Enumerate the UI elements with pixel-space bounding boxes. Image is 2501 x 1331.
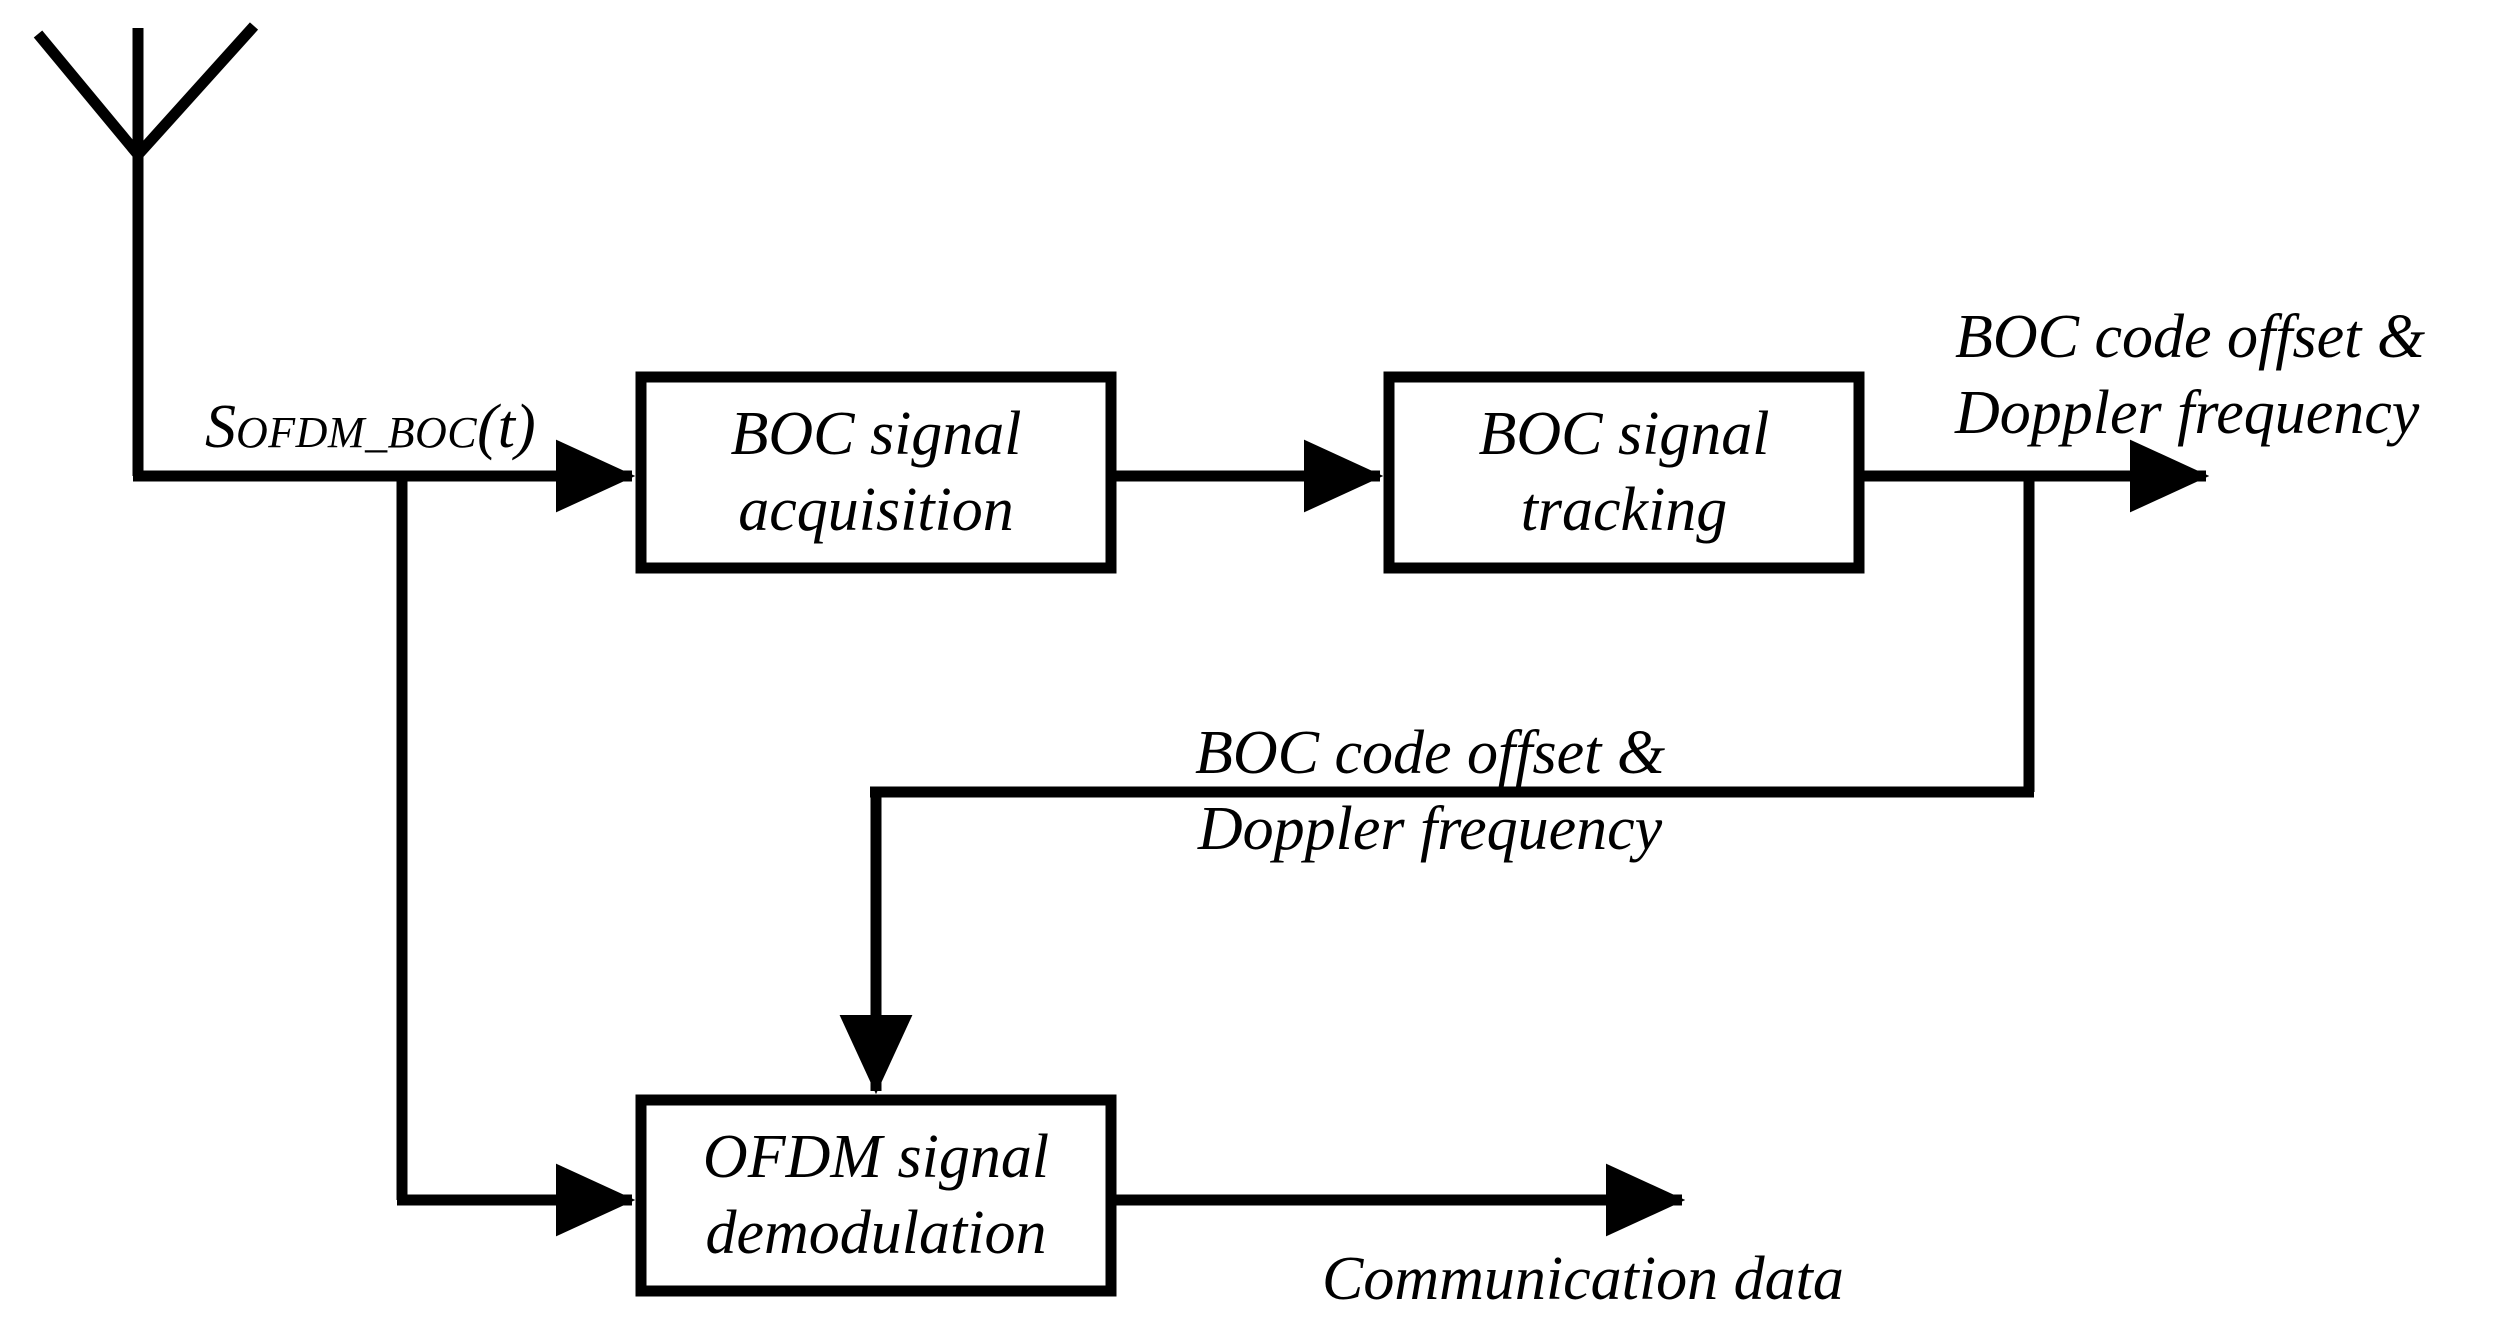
output-label-boc-offset-doppler-top: BOC code offset & Doppler frequency <box>1955 300 2425 451</box>
feedback-label-line-2: Doppler frequency <box>1197 794 1663 863</box>
block-boc-signal-acquisition-outline <box>635 371 1117 574</box>
antenna-icon <box>33 22 259 476</box>
feedback-label-boc-offset-doppler: BOC code offset & Doppler frequency <box>1195 716 1665 867</box>
output-top-label-line-2: Doppler frequency <box>1955 378 2420 447</box>
output-top-label-line-1: BOC code offset & <box>1955 303 2426 371</box>
input-signal-subscript: OFDM_BOC <box>236 408 478 457</box>
communication-data-label: Communication data <box>1322 1245 1844 1313</box>
feedback-label-line-1: BOC code offset & <box>1195 719 1666 787</box>
output-label-communication-data: Communication data <box>1322 1242 1844 1318</box>
block-boc-signal-tracking-outline <box>1383 371 1865 574</box>
input-signal-symbol: S <box>205 393 236 461</box>
input-signal-label: SOFDM_BOC(t) <box>205 392 536 463</box>
block-ofdm-signal-demodulation-outline <box>635 1094 1117 1297</box>
input-signal-argument: (t) <box>477 393 536 461</box>
